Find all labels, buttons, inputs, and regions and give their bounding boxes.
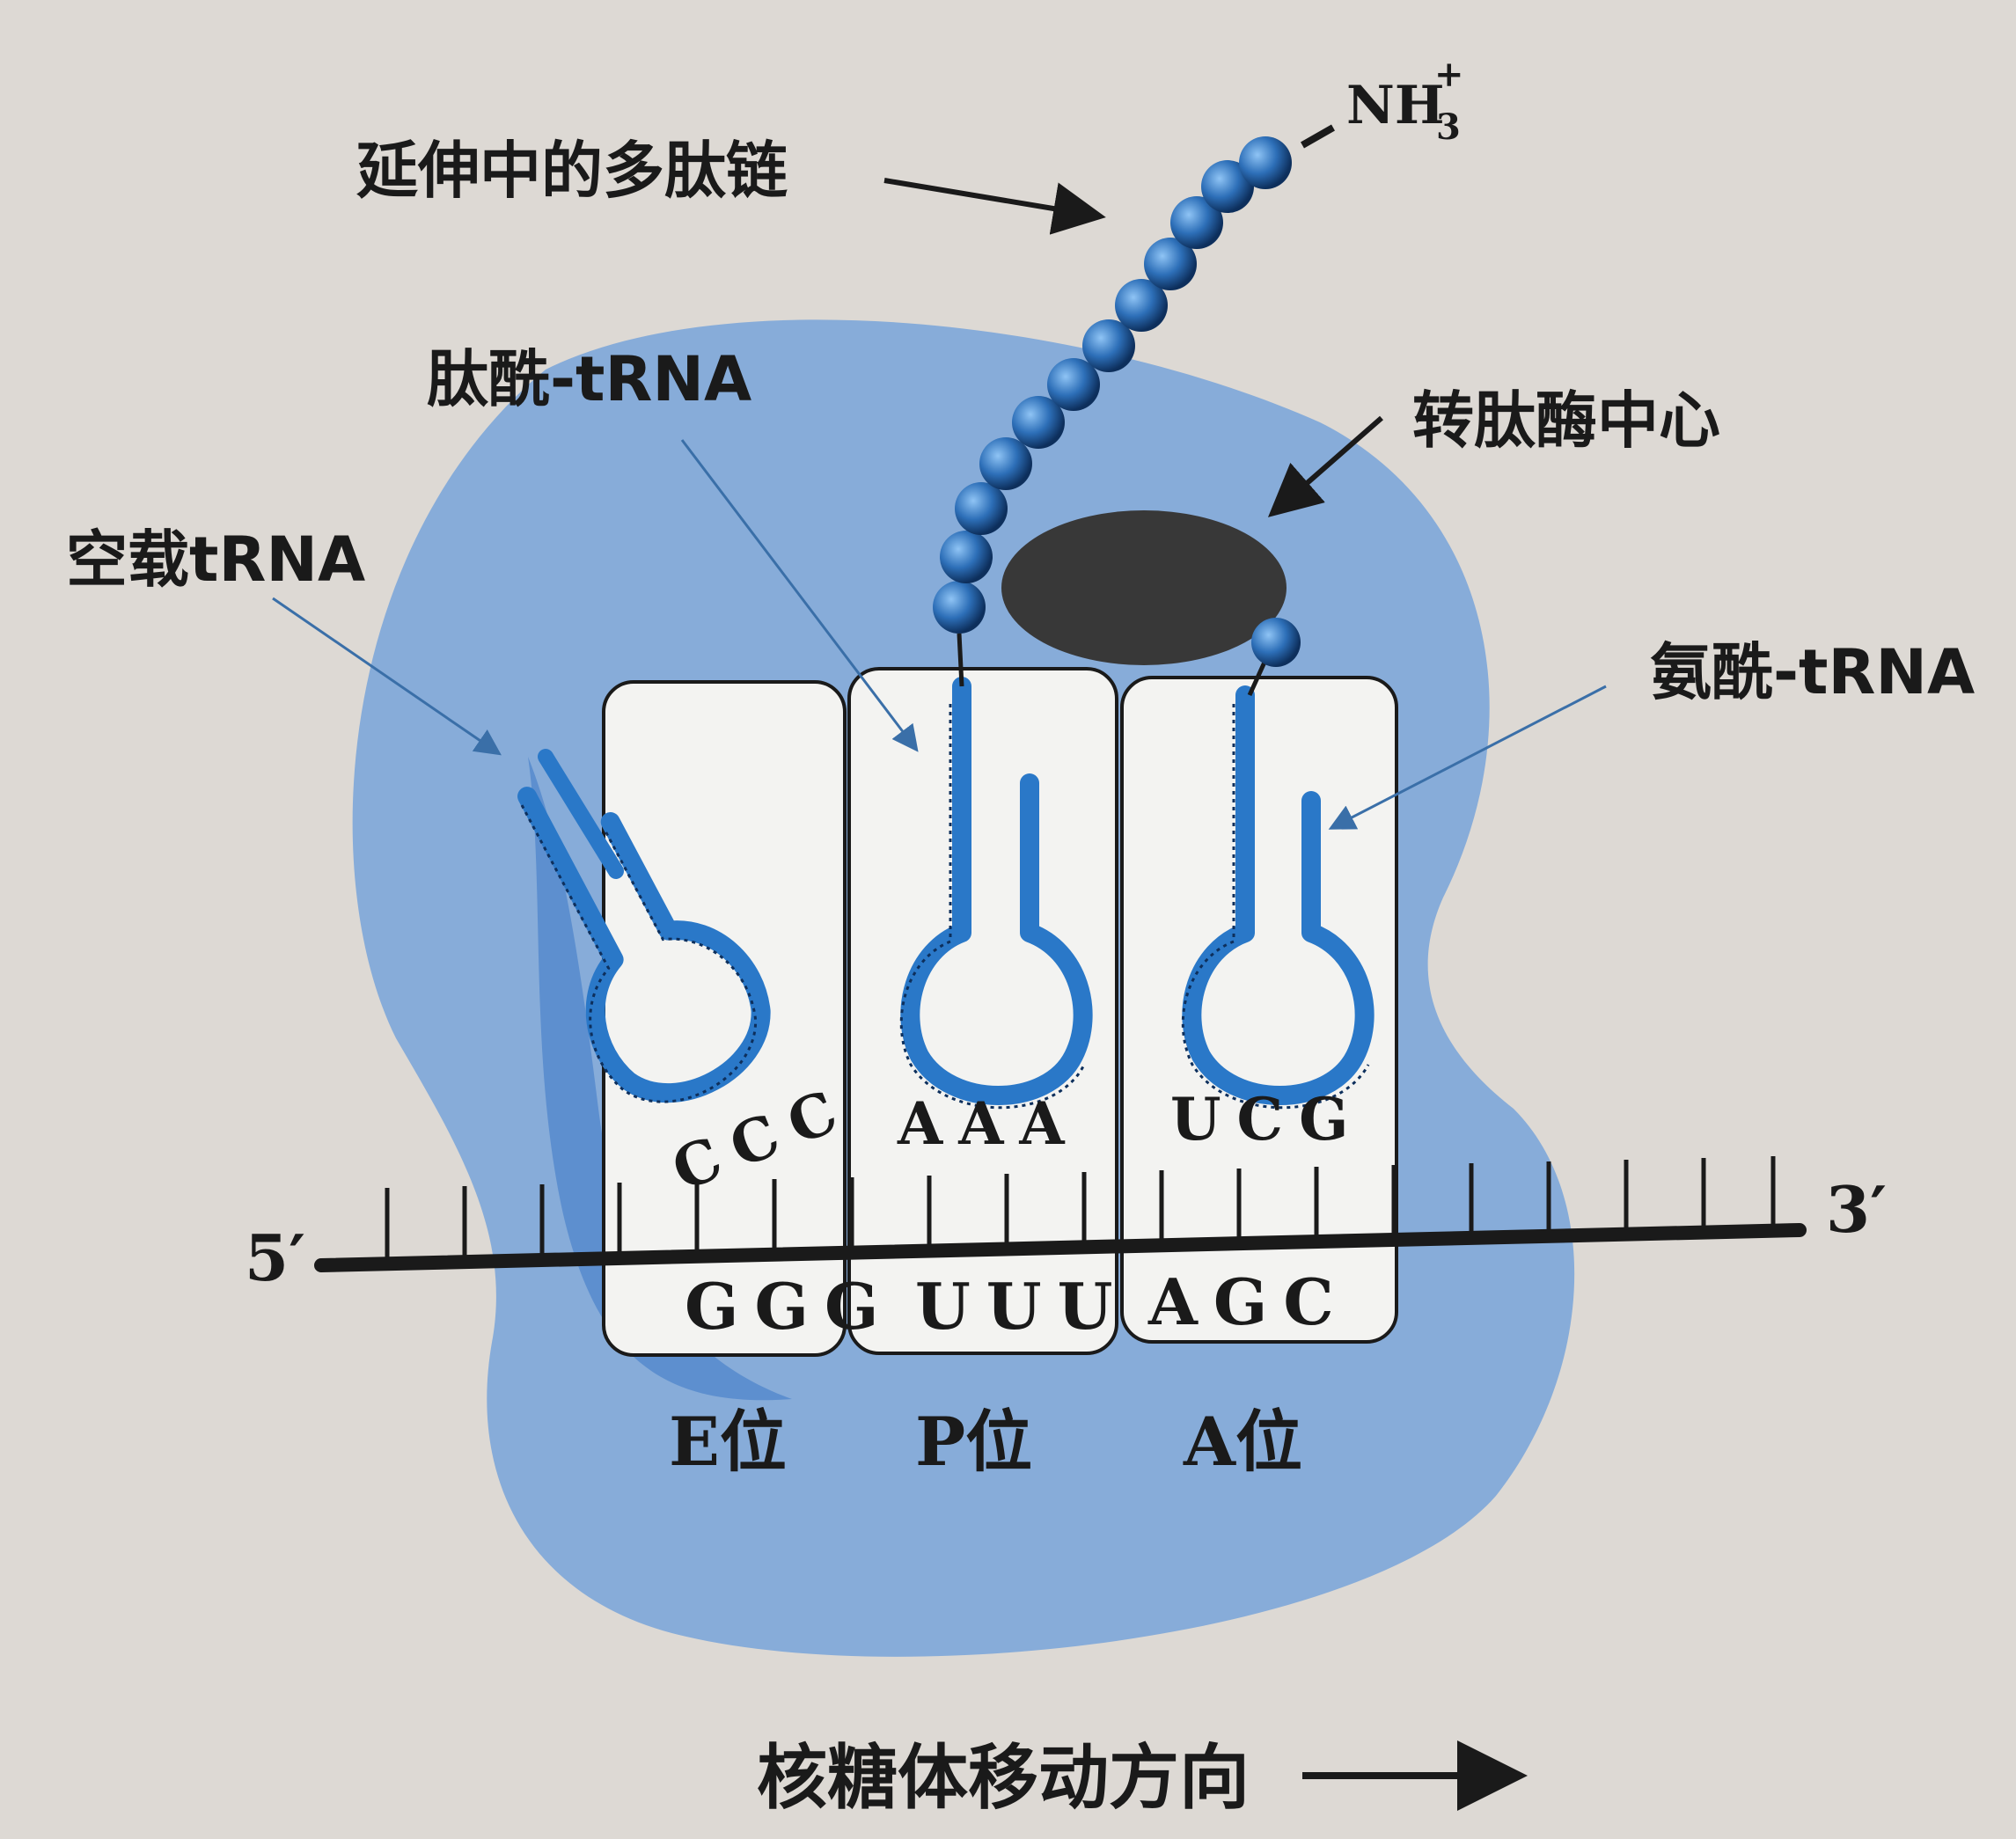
five-prime-label: 5′ bbox=[245, 1220, 305, 1295]
amino-acid-bead bbox=[1144, 238, 1197, 290]
peptidyl-trna-label: 肽酰-tRNA bbox=[427, 343, 751, 415]
amino-acid-bead bbox=[1047, 358, 1100, 411]
amino-acid-bead bbox=[933, 581, 986, 634]
amino-acid-bead bbox=[1239, 136, 1292, 189]
arrow-icon bbox=[883, 178, 1106, 235]
direction-label: 核糖体移动方向 bbox=[757, 1737, 1250, 1819]
three-prime-label: 3′ bbox=[1826, 1172, 1887, 1247]
a-site-codon: AGC bbox=[1147, 1264, 1350, 1339]
amino-acid-bead bbox=[1115, 279, 1168, 332]
amino-acid-bead bbox=[1012, 396, 1065, 449]
ribosome-shadow bbox=[528, 757, 792, 1401]
p-site-codon: UUU bbox=[915, 1269, 1128, 1344]
p-site-box bbox=[847, 667, 1118, 1355]
nh3-subscript: 3 bbox=[1436, 106, 1461, 148]
arrow-icon bbox=[1267, 415, 1383, 517]
nh3-superscript: + bbox=[1434, 54, 1464, 95]
empty-trna-label: 空载tRNA bbox=[66, 524, 365, 596]
e-site-label: E位 bbox=[669, 1403, 787, 1481]
aminoacyl-trna-label: 氨酰-tRNA bbox=[1650, 636, 1975, 708]
amino-acid-bead bbox=[1170, 196, 1223, 249]
a-site-label: A位 bbox=[1183, 1403, 1302, 1481]
arrow-icon bbox=[272, 597, 502, 756]
empty-trna bbox=[517, 787, 771, 1103]
peptidyl-trna-shape bbox=[899, 677, 1093, 1110]
mrna-backbone bbox=[314, 1223, 1807, 1272]
p-site-anticodon: AAA bbox=[897, 1089, 1081, 1158]
e-site-codon: GGG bbox=[685, 1269, 894, 1344]
growing-chain-label: 延伸中的多肽链 bbox=[356, 135, 788, 207]
amino-acid-bead bbox=[955, 482, 1008, 535]
nh3-terminus: NH 3 + bbox=[1346, 54, 1464, 148]
chain-nh3-link bbox=[1301, 124, 1335, 149]
mrna-ticks bbox=[385, 1156, 1776, 1258]
amino-acid-bead bbox=[1201, 160, 1254, 213]
amino-acid-bead bbox=[1082, 319, 1135, 372]
p-site-label: P位 bbox=[915, 1403, 1032, 1481]
arrow-icon bbox=[1328, 685, 1607, 830]
a-site-anticodon: UCG bbox=[1170, 1085, 1364, 1154]
amino-acid-bead bbox=[940, 531, 993, 583]
nh3-label: NH bbox=[1346, 75, 1445, 136]
peptidyl-transferase-label: 转肽酶中心 bbox=[1412, 385, 1720, 457]
polypeptide-chain bbox=[933, 136, 1301, 667]
peptidyl-transferase-center bbox=[1001, 510, 1287, 665]
amino-acid-bead bbox=[979, 437, 1032, 490]
chain-link-p bbox=[957, 633, 964, 687]
aminoacyl-trna-shape bbox=[1181, 685, 1375, 1110]
site-boxes bbox=[602, 667, 1398, 1357]
empty-trna-tail bbox=[538, 749, 624, 879]
arrow-icon bbox=[680, 439, 919, 752]
mrna-strand bbox=[314, 1156, 1807, 1272]
amino-acid-bead-a-site bbox=[1251, 618, 1301, 667]
